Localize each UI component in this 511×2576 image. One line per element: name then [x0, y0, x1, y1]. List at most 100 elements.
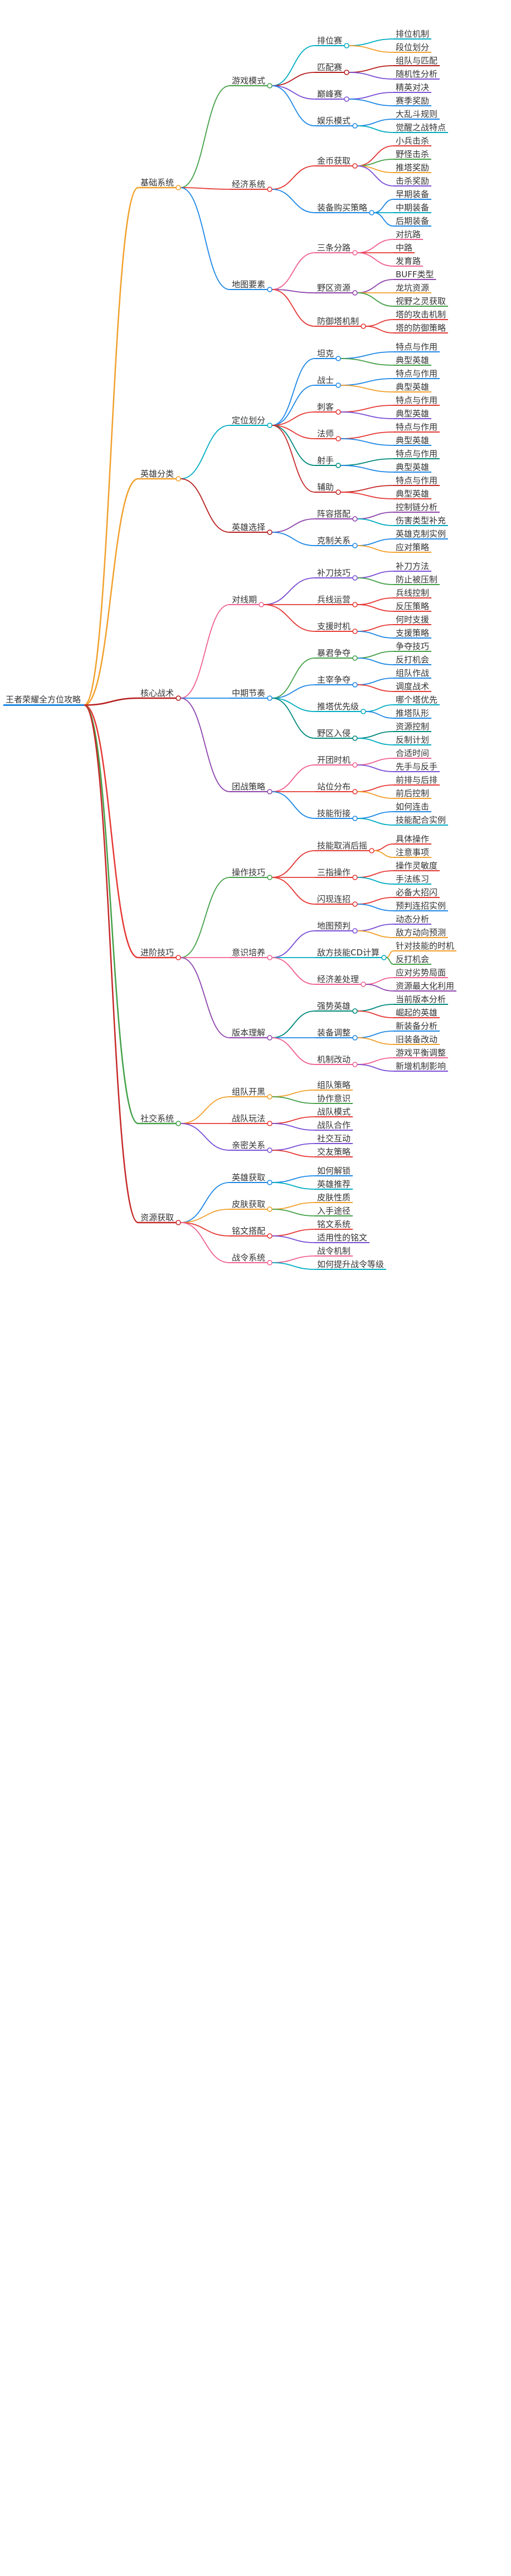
node-tree-1-children-0-children-1[interactable]: 战士	[315, 375, 341, 388]
node-tree-2-children-0-children-1-children-1[interactable]: 反压策略	[393, 601, 432, 612]
node-tree-5-children-1-children-0[interactable]: 皮肤性质	[315, 1193, 353, 1203]
node-tree-2-children-1[interactable]: 中期节奏	[230, 688, 272, 701]
node-tree-2-children-1-children-1-children-1[interactable]: 调度战术	[393, 681, 432, 692]
node-tree-2-children-2-children-1-children-0[interactable]: 前排与后排	[393, 775, 440, 786]
node-tree-3-children-2-children-2[interactable]: 机制改动	[315, 1054, 358, 1067]
node-tree-0-children-1-children-0[interactable]: 金币获取	[315, 156, 358, 169]
node-tree-3-children-1-children-1[interactable]: 敌方技能CD计算	[315, 948, 387, 960]
node-tree-2-children-1-children-0-children-0[interactable]: 争夺技巧	[393, 641, 432, 652]
node-tree-4-children-0-children-1[interactable]: 协作意识	[315, 1093, 353, 1104]
node-tree-3-children-1-children-0-children-0[interactable]: 动态分析	[393, 914, 432, 925]
collapse-toggle-icon[interactable]	[176, 185, 181, 190]
collapse-toggle-icon[interactable]	[267, 1121, 272, 1126]
node-tree-2-children-1-children-2[interactable]: 推塔优先级	[315, 701, 366, 714]
collapse-toggle-icon[interactable]	[267, 695, 272, 701]
node-tree-3-children-1-children-2[interactable]: 经济差处理	[315, 974, 366, 987]
collapse-toggle-icon[interactable]	[381, 955, 387, 960]
node-tree-3-children-0-children-1-children-1[interactable]: 手法练习	[393, 874, 432, 885]
collapse-toggle-icon[interactable]	[352, 163, 358, 169]
node-tree-5-children-0-children-1[interactable]: 英雄推荐	[315, 1179, 353, 1190]
node-tree-0-children-2-children-1-children-2[interactable]: 视野之灵获取	[393, 296, 449, 307]
collapse-toggle-icon[interactable]	[352, 789, 358, 794]
node-tree-2-children-1-children-3-children-1[interactable]: 反制计划	[393, 735, 432, 745]
node-tree-0-children-2-children-2[interactable]: 防御塔机制	[315, 316, 366, 329]
node-tree-0-children-0-children-1[interactable]: 匹配赛	[315, 62, 349, 75]
node-tree-1[interactable]: 英雄分类	[138, 469, 181, 482]
collapse-toggle-icon[interactable]	[335, 489, 341, 495]
node-tree-2-children-2-children-2-children-1[interactable]: 技能配合实例	[393, 815, 449, 826]
node-tree-3-children-0-children-0-children-1[interactable]: 注意事项	[393, 847, 432, 858]
collapse-toggle-icon[interactable]	[352, 1035, 358, 1041]
node-tree-3-children-2-children-1-children-0[interactable]: 新装备分析	[393, 1021, 440, 1032]
node-tree-0-children-2-children-0-children-2[interactable]: 发育路	[393, 256, 424, 267]
collapse-toggle-icon[interactable]	[267, 187, 272, 192]
node-tree-3-children-1-children-2-children-1[interactable]: 资源最大化利用	[393, 981, 457, 992]
collapse-toggle-icon[interactable]	[267, 955, 272, 960]
node-tree-4-children-2-children-0[interactable]: 社交互动	[315, 1134, 353, 1144]
node-tree-2-children-0[interactable]: 对线期	[230, 595, 264, 607]
node-tree-2-children-1-children-0-children-1[interactable]: 反打机会	[393, 655, 432, 665]
node-tree-2-children-0-children-2-children-1[interactable]: 支援策略	[393, 628, 432, 639]
node-tree-0-children-2-children-1-children-0[interactable]: BUFF类型	[393, 269, 436, 280]
node-tree-3-children-0-children-2[interactable]: 闪现连招	[315, 894, 358, 907]
collapse-toggle-icon[interactable]	[176, 1220, 181, 1225]
collapse-toggle-icon[interactable]	[267, 1180, 272, 1185]
node-tree-0-children-1-children-1[interactable]: 装备购买策略	[315, 203, 374, 215]
node-tree-0-children-0-children-3-children-1[interactable]: 觉醒之战特点	[393, 122, 449, 133]
node-tree-3-children-1-children-2-children-0[interactable]: 应对劣势局面	[393, 968, 449, 978]
collapse-toggle-icon[interactable]	[335, 436, 341, 441]
node-tree-3-children-1[interactable]: 意识培养	[230, 948, 272, 960]
collapse-toggle-icon[interactable]	[344, 96, 349, 102]
node-tree-0-children-0-children-1-children-0[interactable]: 组队与匹配	[393, 56, 440, 66]
node-tree-5-children-3-children-1[interactable]: 如何提升战令等级	[315, 1259, 387, 1270]
collapse-toggle-icon[interactable]	[352, 1062, 358, 1067]
node-tree-4-children-2-children-1[interactable]: 交友策略	[315, 1147, 353, 1157]
node-tree-2-children-1-children-0[interactable]: 暴君争夺	[315, 648, 358, 661]
node-tree-4-children-2[interactable]: 亲密关系	[230, 1140, 272, 1153]
collapse-toggle-icon[interactable]	[361, 709, 366, 714]
node-tree-2-children-1-children-2-children-1[interactable]: 推塔队形	[393, 708, 432, 719]
node-tree-0-children-1-children-1-children-0[interactable]: 早期装备	[393, 189, 432, 200]
node-tree-2-children-2-children-0[interactable]: 开团时机	[315, 755, 358, 768]
collapse-toggle-icon[interactable]	[352, 575, 358, 581]
node-tree-0-children-2[interactable]: 地图要素	[230, 279, 272, 292]
node-tree-0-children-1-children-0-children-3[interactable]: 击杀奖励	[393, 176, 432, 187]
collapse-toggle-icon[interactable]	[352, 735, 358, 741]
node-tree-2-children-2-children-2-children-0[interactable]: 如何连击	[393, 802, 432, 812]
node-tree-0-children-2-children-0-children-1[interactable]: 中路	[393, 243, 415, 253]
node-tree-2-children-1-children-1-children-0[interactable]: 组队作战	[393, 668, 432, 679]
node-tree-1-children-0-children-1-children-0[interactable]: 特点与作用	[393, 369, 440, 379]
node-tree-1-children-0[interactable]: 定位划分	[230, 415, 272, 428]
collapse-toggle-icon[interactable]	[267, 1094, 272, 1100]
collapse-toggle-icon[interactable]	[352, 655, 358, 661]
node-tree-3-children-0[interactable]: 操作技巧	[230, 867, 272, 880]
collapse-toggle-icon[interactable]	[352, 516, 358, 522]
node-tree-1-children-0-children-4-children-0[interactable]: 特点与作用	[393, 449, 440, 459]
collapse-toggle-icon[interactable]	[267, 1035, 272, 1041]
node-tree-2-children-0-children-0-children-1[interactable]: 防止被压制	[393, 575, 440, 585]
node-tree-2-children-1-children-3[interactable]: 野区入侵	[315, 728, 358, 741]
node-tree-1-children-0-children-5-children-1[interactable]: 典型英雄	[393, 489, 432, 499]
node-tree-3-children-1-children-0-children-1[interactable]: 敌方动向预测	[393, 928, 449, 938]
node-tree-3-children-1-children-1-children-0[interactable]: 针对技能的时机	[393, 941, 457, 951]
node-tree-1-children-1-children-0-children-0[interactable]: 控制链分析	[393, 502, 440, 513]
collapse-toggle-icon[interactable]	[352, 602, 358, 607]
node-tree-3-children-2-children-0-children-0[interactable]: 当前版本分析	[393, 994, 449, 1005]
collapse-toggle-icon[interactable]	[344, 43, 349, 48]
node-tree-5-children-3[interactable]: 战令系统	[230, 1253, 272, 1265]
node-tree-3-children-0-children-2-children-0[interactable]: 必备大招闪	[393, 887, 440, 898]
collapse-toggle-icon[interactable]	[176, 695, 181, 701]
collapse-toggle-icon[interactable]	[176, 955, 181, 960]
collapse-toggle-icon[interactable]	[176, 476, 181, 482]
node-tree-0-children-0[interactable]: 游戏模式	[230, 76, 272, 89]
node-tree-2-children-0-children-2[interactable]: 支援时机	[315, 621, 358, 634]
node-tree-0-children-2-children-2-children-1[interactable]: 塔的防御策略	[393, 323, 449, 333]
node-tree-3-children-2-children-0[interactable]: 强势英雄	[315, 1001, 358, 1014]
node-tree-0-children-2-children-0[interactable]: 三条分路	[315, 243, 358, 256]
node-tree-4-children-0-children-0[interactable]: 组队策略	[315, 1080, 353, 1091]
node-tree-4[interactable]: 社交系统	[138, 1113, 181, 1126]
node-tree-1-children-1-children-0-children-1[interactable]: 伤害类型补充	[393, 516, 449, 526]
node-tree-3-children-0-children-2-children-1[interactable]: 预判连招实例	[393, 901, 449, 911]
collapse-toggle-icon[interactable]	[352, 682, 358, 688]
node-tree-0-children-0-children-2[interactable]: 巅峰赛	[315, 89, 349, 102]
